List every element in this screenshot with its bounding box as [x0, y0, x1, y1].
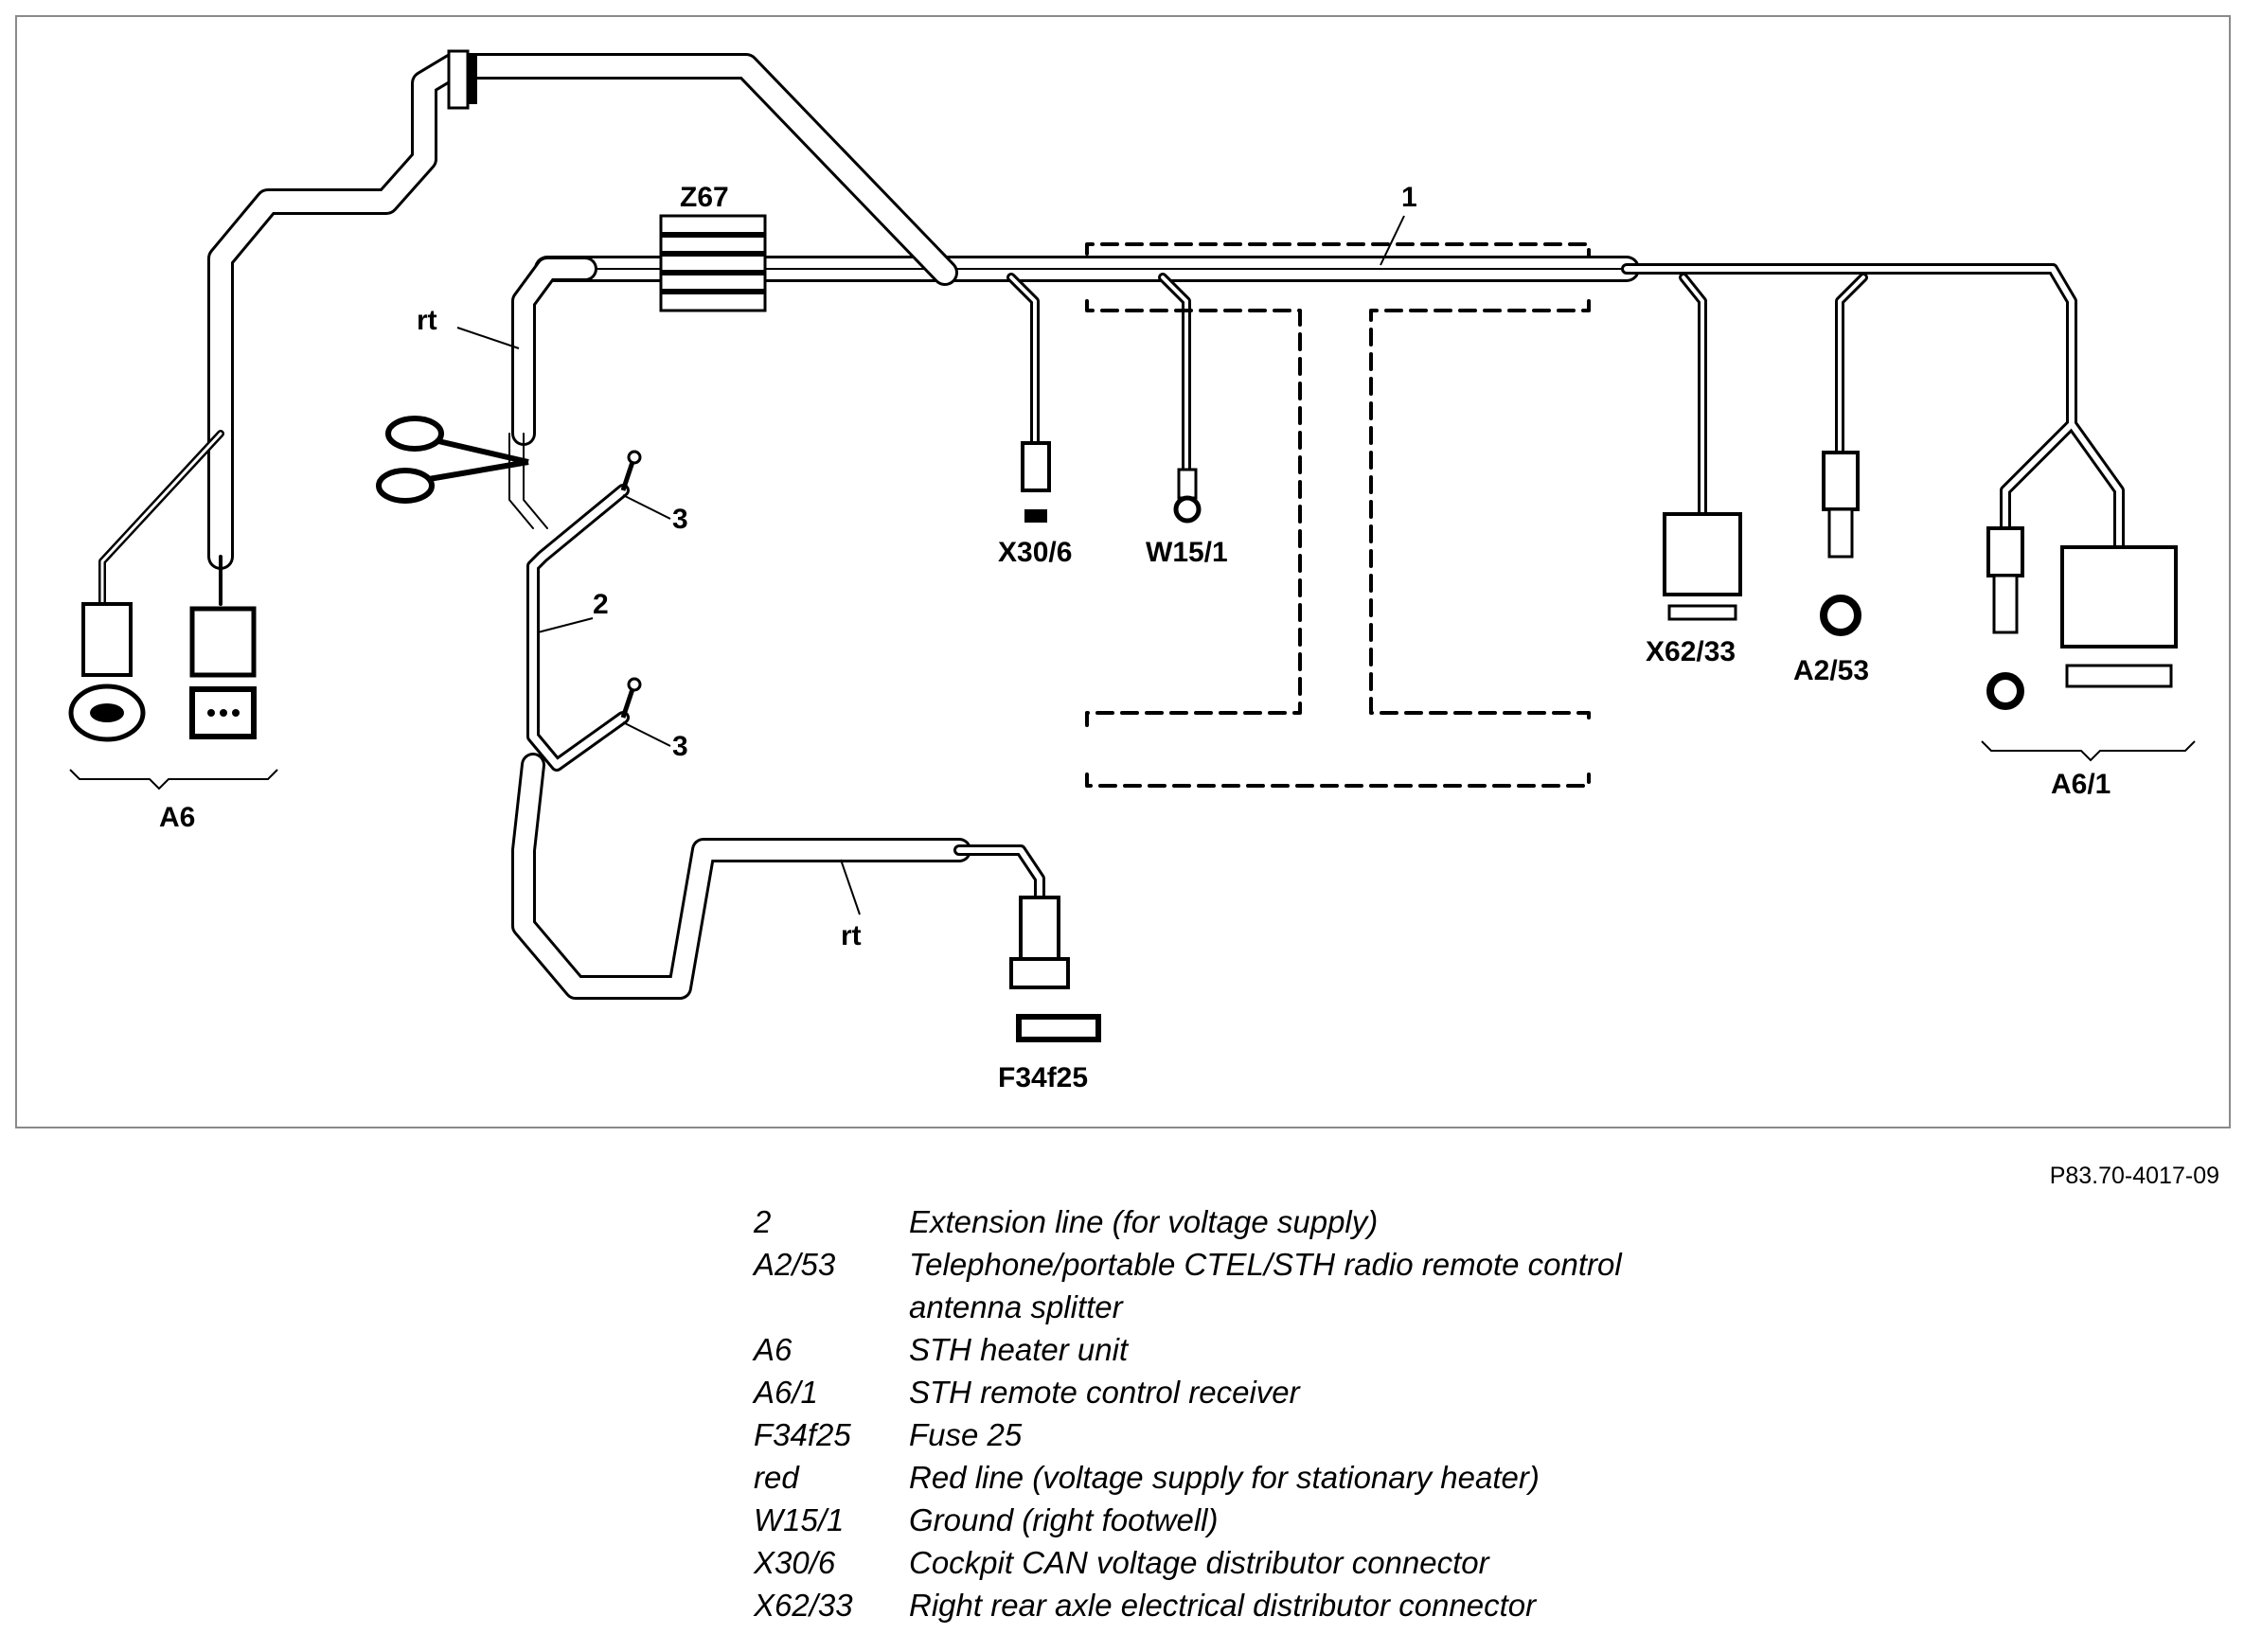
label-rt-bottom: rt [841, 920, 862, 951]
a6-1-brace [1981, 740, 2196, 762]
label-a6: A6 [159, 802, 195, 833]
label-3-lower: 3 [672, 731, 688, 762]
legend-desc: Red line (voltage supply for stationary … [909, 1460, 1540, 1495]
label-a2-53: A2/53 [1793, 655, 1869, 686]
legend-desc: Telephone/portable CTEL/STH radio remote… [909, 1243, 1622, 1328]
a6-connector-right [189, 606, 257, 739]
lower-red-line [511, 753, 1045, 1000]
top-cable [98, 53, 958, 608]
legend-key: F34f25 [754, 1417, 851, 1452]
legend-row: A2/53 Telephone/portable CTEL/STH radio … [754, 1243, 1622, 1328]
a6-brace [69, 769, 278, 790]
legend-desc: Fuse 25 [909, 1417, 1023, 1452]
legend-row: X30/6 Cockpit CAN voltage distributor co… [754, 1541, 1622, 1584]
a6-1-receiver [1986, 526, 2178, 710]
wiring-diagram: Z67 1 rt 2 3 3 rt X30/6 W15/1 X62/33 A2/… [15, 15, 2231, 1128]
label-rt-top: rt [417, 305, 437, 336]
label-a6-1: A6/1 [2051, 769, 2110, 800]
grommet [447, 49, 477, 110]
z67-splice-block [659, 214, 767, 312]
a2-53-antenna-plug [1820, 451, 1861, 636]
legend-desc-line1: Telephone/portable CTEL/STH radio remote… [909, 1247, 1622, 1282]
legend-desc: STH heater unit [909, 1332, 1129, 1367]
legend-desc: Cockpit CAN voltage distributor connecto… [909, 1545, 1489, 1580]
a6-connector-left [68, 602, 146, 742]
legend-key: A6/1 [754, 1375, 818, 1410]
legend-key: A6 [754, 1332, 793, 1367]
legend-desc: Extension line (for voltage supply) [909, 1204, 1379, 1239]
x30-6-connector [1021, 441, 1051, 523]
f34f25-fuse [1009, 896, 1101, 1042]
dashed-outline [1085, 242, 1591, 788]
branch-a6-1 [1621, 263, 2125, 553]
legend-desc-line2: antenna splitter [909, 1289, 1123, 1324]
legend-key: 2 [754, 1204, 772, 1239]
legend-key: A2/53 [754, 1247, 836, 1282]
label-1: 1 [1401, 182, 1417, 213]
leader-lines [456, 215, 1405, 915]
terminal-3-lower [620, 677, 642, 719]
label-x30-6: X30/6 [998, 537, 1072, 568]
label-z67: Z67 [680, 182, 729, 213]
legend-key: red [754, 1460, 799, 1495]
label-3-upper: 3 [672, 504, 688, 535]
legend-row: F34f25 Fuse 25 [754, 1413, 1622, 1456]
legend-row: A6/1 STH remote control receiver [754, 1371, 1622, 1413]
branch-x30-6 [1006, 273, 1040, 448]
branch-a2-53 [1835, 273, 1868, 457]
legend-key: X62/33 [754, 1588, 853, 1623]
legend-row: X62/33 Right rear axle electrical distri… [754, 1584, 1622, 1626]
legend-table: 2 Extension line (for voltage supply) A2… [754, 1200, 1622, 1626]
w15-1-ground-terminal [1173, 468, 1202, 524]
legend-row: A6 STH heater unit [754, 1328, 1622, 1371]
branch-w15-1 [1158, 273, 1191, 476]
legend-desc: STH remote control receiver [909, 1375, 1300, 1410]
left-harness-branch [508, 257, 597, 529]
branch-x62-33 [1679, 273, 1707, 519]
figure-code: P83.70-4017-09 [2049, 1163, 2219, 1189]
terminal-3-upper [620, 450, 642, 491]
label-2: 2 [593, 589, 609, 620]
legend-key: W15/1 [754, 1502, 845, 1537]
legend-row: red Red line (voltage supply for station… [754, 1456, 1622, 1499]
legend-desc: Right rear axle electrical distributor c… [909, 1588, 1537, 1623]
scissors-icon [376, 416, 529, 504]
legend-desc: Ground (right footwell) [909, 1502, 1219, 1537]
legend-key: X30/6 [754, 1545, 836, 1580]
label-f34f25: F34f25 [998, 1062, 1088, 1093]
x62-33-connector [1663, 512, 1742, 621]
legend-row: 2 Extension line (for voltage supply) [754, 1200, 1622, 1243]
label-w15-1: W15/1 [1146, 537, 1228, 568]
label-x62-33: X62/33 [1646, 636, 1736, 667]
legend-row: W15/1 Ground (right footwell) [754, 1499, 1622, 1541]
extension-line [526, 484, 630, 772]
